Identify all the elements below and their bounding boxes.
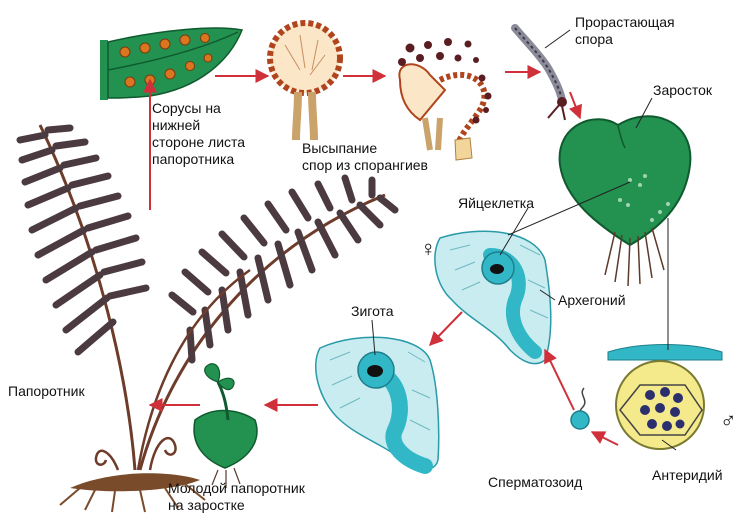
arrow-germination-to-prothallus xyxy=(568,91,583,120)
label-germinating-spore: Прорастающая спора xyxy=(575,14,675,47)
arrow-antheridium-to-spermatozoid xyxy=(590,431,619,446)
zygote-illustration xyxy=(315,336,440,474)
sporangium-illustration xyxy=(267,20,343,141)
arrow-archegonium-to-zygote xyxy=(429,311,463,347)
antheridium-illustration xyxy=(607,344,723,450)
young-fern-illustration xyxy=(193,363,258,488)
label-young-fern: Молодой папоротник на заростке xyxy=(168,480,305,513)
archegonium-illustration xyxy=(434,230,552,365)
label-zygote: Зигота xyxy=(351,303,394,319)
label-spore-release: Высыпание спор из спорангиев xyxy=(302,140,428,173)
label-archegonium: Архегоний xyxy=(558,292,626,308)
adult-fern-illustration xyxy=(16,124,399,513)
female-symbol: ♀ xyxy=(420,236,437,261)
cycle-arrows xyxy=(143,65,619,446)
male-symbol: ♂ xyxy=(720,408,737,433)
arrow-spermatozoid-to-archegonium xyxy=(544,348,575,411)
germinating-spore-illustration xyxy=(511,24,567,121)
label-egg-cell: Яйцеклетка xyxy=(458,195,534,211)
prothallus-illustration xyxy=(558,115,692,287)
leader-lines xyxy=(371,29,677,451)
label-antheridium: Антеридий xyxy=(652,467,723,483)
spore-release-illustration xyxy=(398,38,492,161)
label-spermatozoid: Сперматозоид xyxy=(488,474,583,490)
label-prothallus: Заросток xyxy=(653,82,712,98)
leaf-with-sori-illustration xyxy=(100,27,244,100)
spermatozoid-illustration xyxy=(570,387,590,430)
label-fern: Папоротник xyxy=(8,383,85,399)
label-sori: Сорусы на нижней стороне листа папоротни… xyxy=(152,100,246,167)
